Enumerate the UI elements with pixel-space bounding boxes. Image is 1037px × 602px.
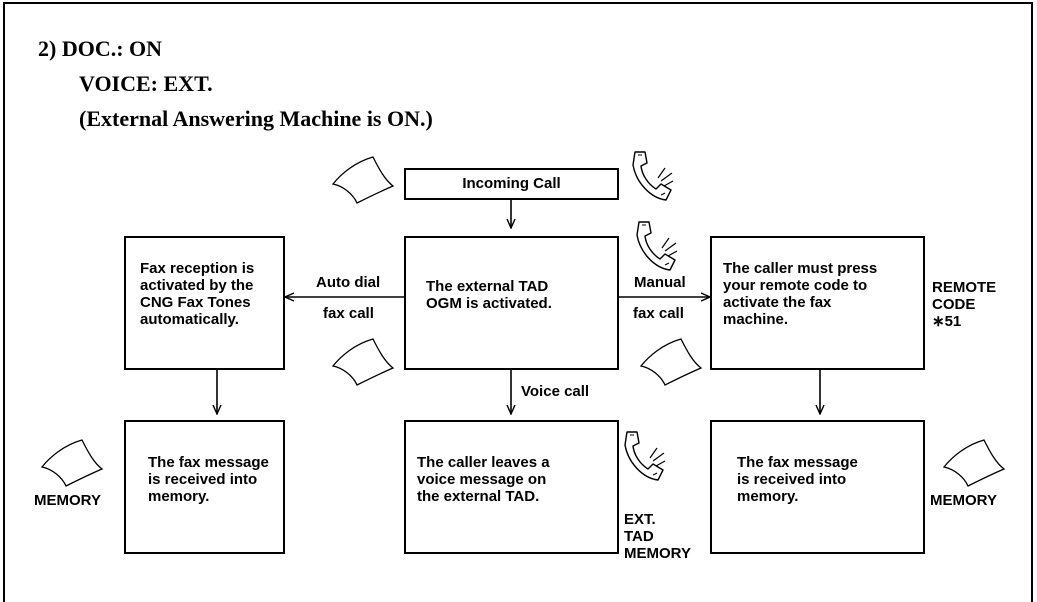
fax-paper-icon: [331, 338, 395, 386]
voice-message-line1: The caller leaves a: [417, 454, 550, 471]
telephone-handset-icon: [636, 221, 678, 271]
remote-code-line3: activate the fax: [723, 294, 832, 311]
voice-message-box: The caller leaves a voice message on the…: [404, 420, 619, 554]
remote-code-label-1: REMOTE: [932, 279, 997, 296]
fax-reception-line4: automatically.: [140, 311, 239, 328]
fax-call-left-label: fax call: [323, 305, 374, 322]
voice-call-label: Voice call: [521, 383, 590, 400]
memory-right-label: MEMORY: [930, 492, 997, 509]
memory-left-label: MEMORY: [34, 492, 101, 509]
incoming-call-box: Incoming Call: [404, 168, 619, 200]
page-frame: [3, 2, 1033, 602]
manual-label: Manual: [634, 274, 686, 291]
tad-label: TAD: [624, 528, 654, 545]
fax-memory-right-line3: memory.: [737, 488, 799, 505]
fax-memory-left-line2: is received into: [148, 471, 258, 488]
fax-reception-line2: activated by the: [140, 277, 254, 294]
tad-ogm-line1: The external TAD: [426, 278, 549, 295]
fax-reception-line3: CNG Fax Tones: [140, 294, 251, 311]
fax-reception-box: Fax reception is activated by the CNG Fa…: [124, 236, 285, 370]
telephone-handset-icon: [624, 431, 666, 481]
fax-call-right-label: fax call: [633, 305, 684, 322]
fax-paper-icon: [942, 439, 1006, 487]
fax-memory-box-left: The fax message is received into memory.: [124, 420, 285, 554]
fax-memory-box-right: The fax message is received into memory.: [710, 420, 925, 554]
auto-dial-label: Auto dial: [316, 274, 381, 291]
remote-code-label-2: CODE: [932, 296, 976, 313]
setting-note: (External Answering Machine is ON.): [79, 106, 433, 131]
remote-code-line1: The caller must press: [723, 260, 878, 277]
remote-code-line2: your remote code to: [723, 277, 868, 294]
tad-ogm-line2: OGM is activated.: [426, 295, 552, 312]
fax-memory-right-line1: The fax message: [737, 454, 858, 471]
fax-memory-left-line3: memory.: [148, 488, 210, 505]
fax-memory-right-line2: is received into: [737, 471, 847, 488]
fax-paper-icon: [40, 439, 104, 487]
fax-memory-left-line1: The fax message: [148, 454, 269, 471]
tad-ogm-box: The external TAD OGM is activated.: [404, 236, 619, 370]
ext-label: EXT.: [624, 511, 656, 528]
remote-code-box: The caller must press your remote code t…: [710, 236, 925, 370]
telephone-handset-icon: [632, 151, 674, 201]
fax-paper-icon: [639, 338, 703, 386]
step-title: 2) DOC.: ON: [38, 36, 163, 61]
fax-reception-line1: Fax reception is: [140, 260, 255, 277]
tad-memory-label: MEMORY: [624, 545, 691, 562]
voice-message-line2: voice message on: [417, 471, 547, 488]
voice-message-line3: the external TAD.: [417, 488, 540, 505]
incoming-call-label: Incoming Call: [462, 175, 561, 192]
fax-paper-icon: [331, 156, 395, 204]
voice-setting: VOICE: EXT.: [79, 71, 213, 96]
flow-connectors: [0, 200, 1037, 584]
remote-code-line4: machine.: [723, 311, 789, 328]
remote-code-label-3: ∗51: [932, 313, 962, 330]
